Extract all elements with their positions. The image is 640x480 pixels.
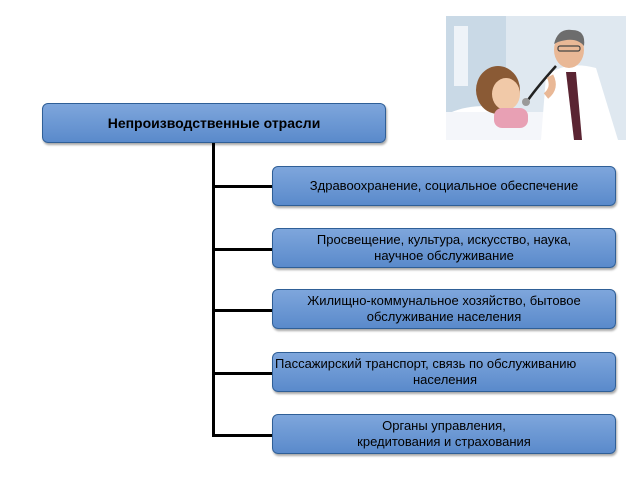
child-node-label: Органы управления, кредитования и страхо… xyxy=(357,418,531,449)
branch-line-1 xyxy=(212,185,272,188)
branch-line-3 xyxy=(212,309,272,312)
child-node-label: Жилищно-коммунальное хозяйство, бытовое … xyxy=(307,293,581,324)
branch-line-5 xyxy=(212,434,272,437)
child-node-housing: Жилищно-коммунальное хозяйство, бытовое … xyxy=(272,289,616,329)
root-node-label: Непроизводственные отрасли xyxy=(107,115,321,131)
root-node: Непроизводственные отрасли xyxy=(42,103,386,143)
child-node-transport: Пассажирский транспорт, связь по обслужи… xyxy=(272,352,616,392)
branch-line-4 xyxy=(212,372,272,375)
child-node-label-line-1: Пассажирский транспорт, связь по обслужи… xyxy=(275,356,577,371)
child-node-label: Здравоохранение, социальное обеспечение xyxy=(309,178,579,193)
doctor-child-photo xyxy=(446,16,626,140)
branch-line-2 xyxy=(212,248,272,251)
child-node-label: Просвещение, культура, искусство, наука,… xyxy=(316,232,572,263)
child-node-education: Просвещение, культура, искусство, наука,… xyxy=(272,228,616,268)
child-node-healthcare: Здравоохранение, социальное обеспечение xyxy=(272,166,616,206)
child-node-label-line-2: населения xyxy=(412,372,477,387)
doctor-child-illustration xyxy=(446,16,626,140)
child-node-label: Пассажирский транспорт, связь по обслужи… xyxy=(275,356,615,388)
child-node-government: Органы управления, кредитования и страхо… xyxy=(272,414,616,454)
tree-trunk-line xyxy=(212,143,215,437)
